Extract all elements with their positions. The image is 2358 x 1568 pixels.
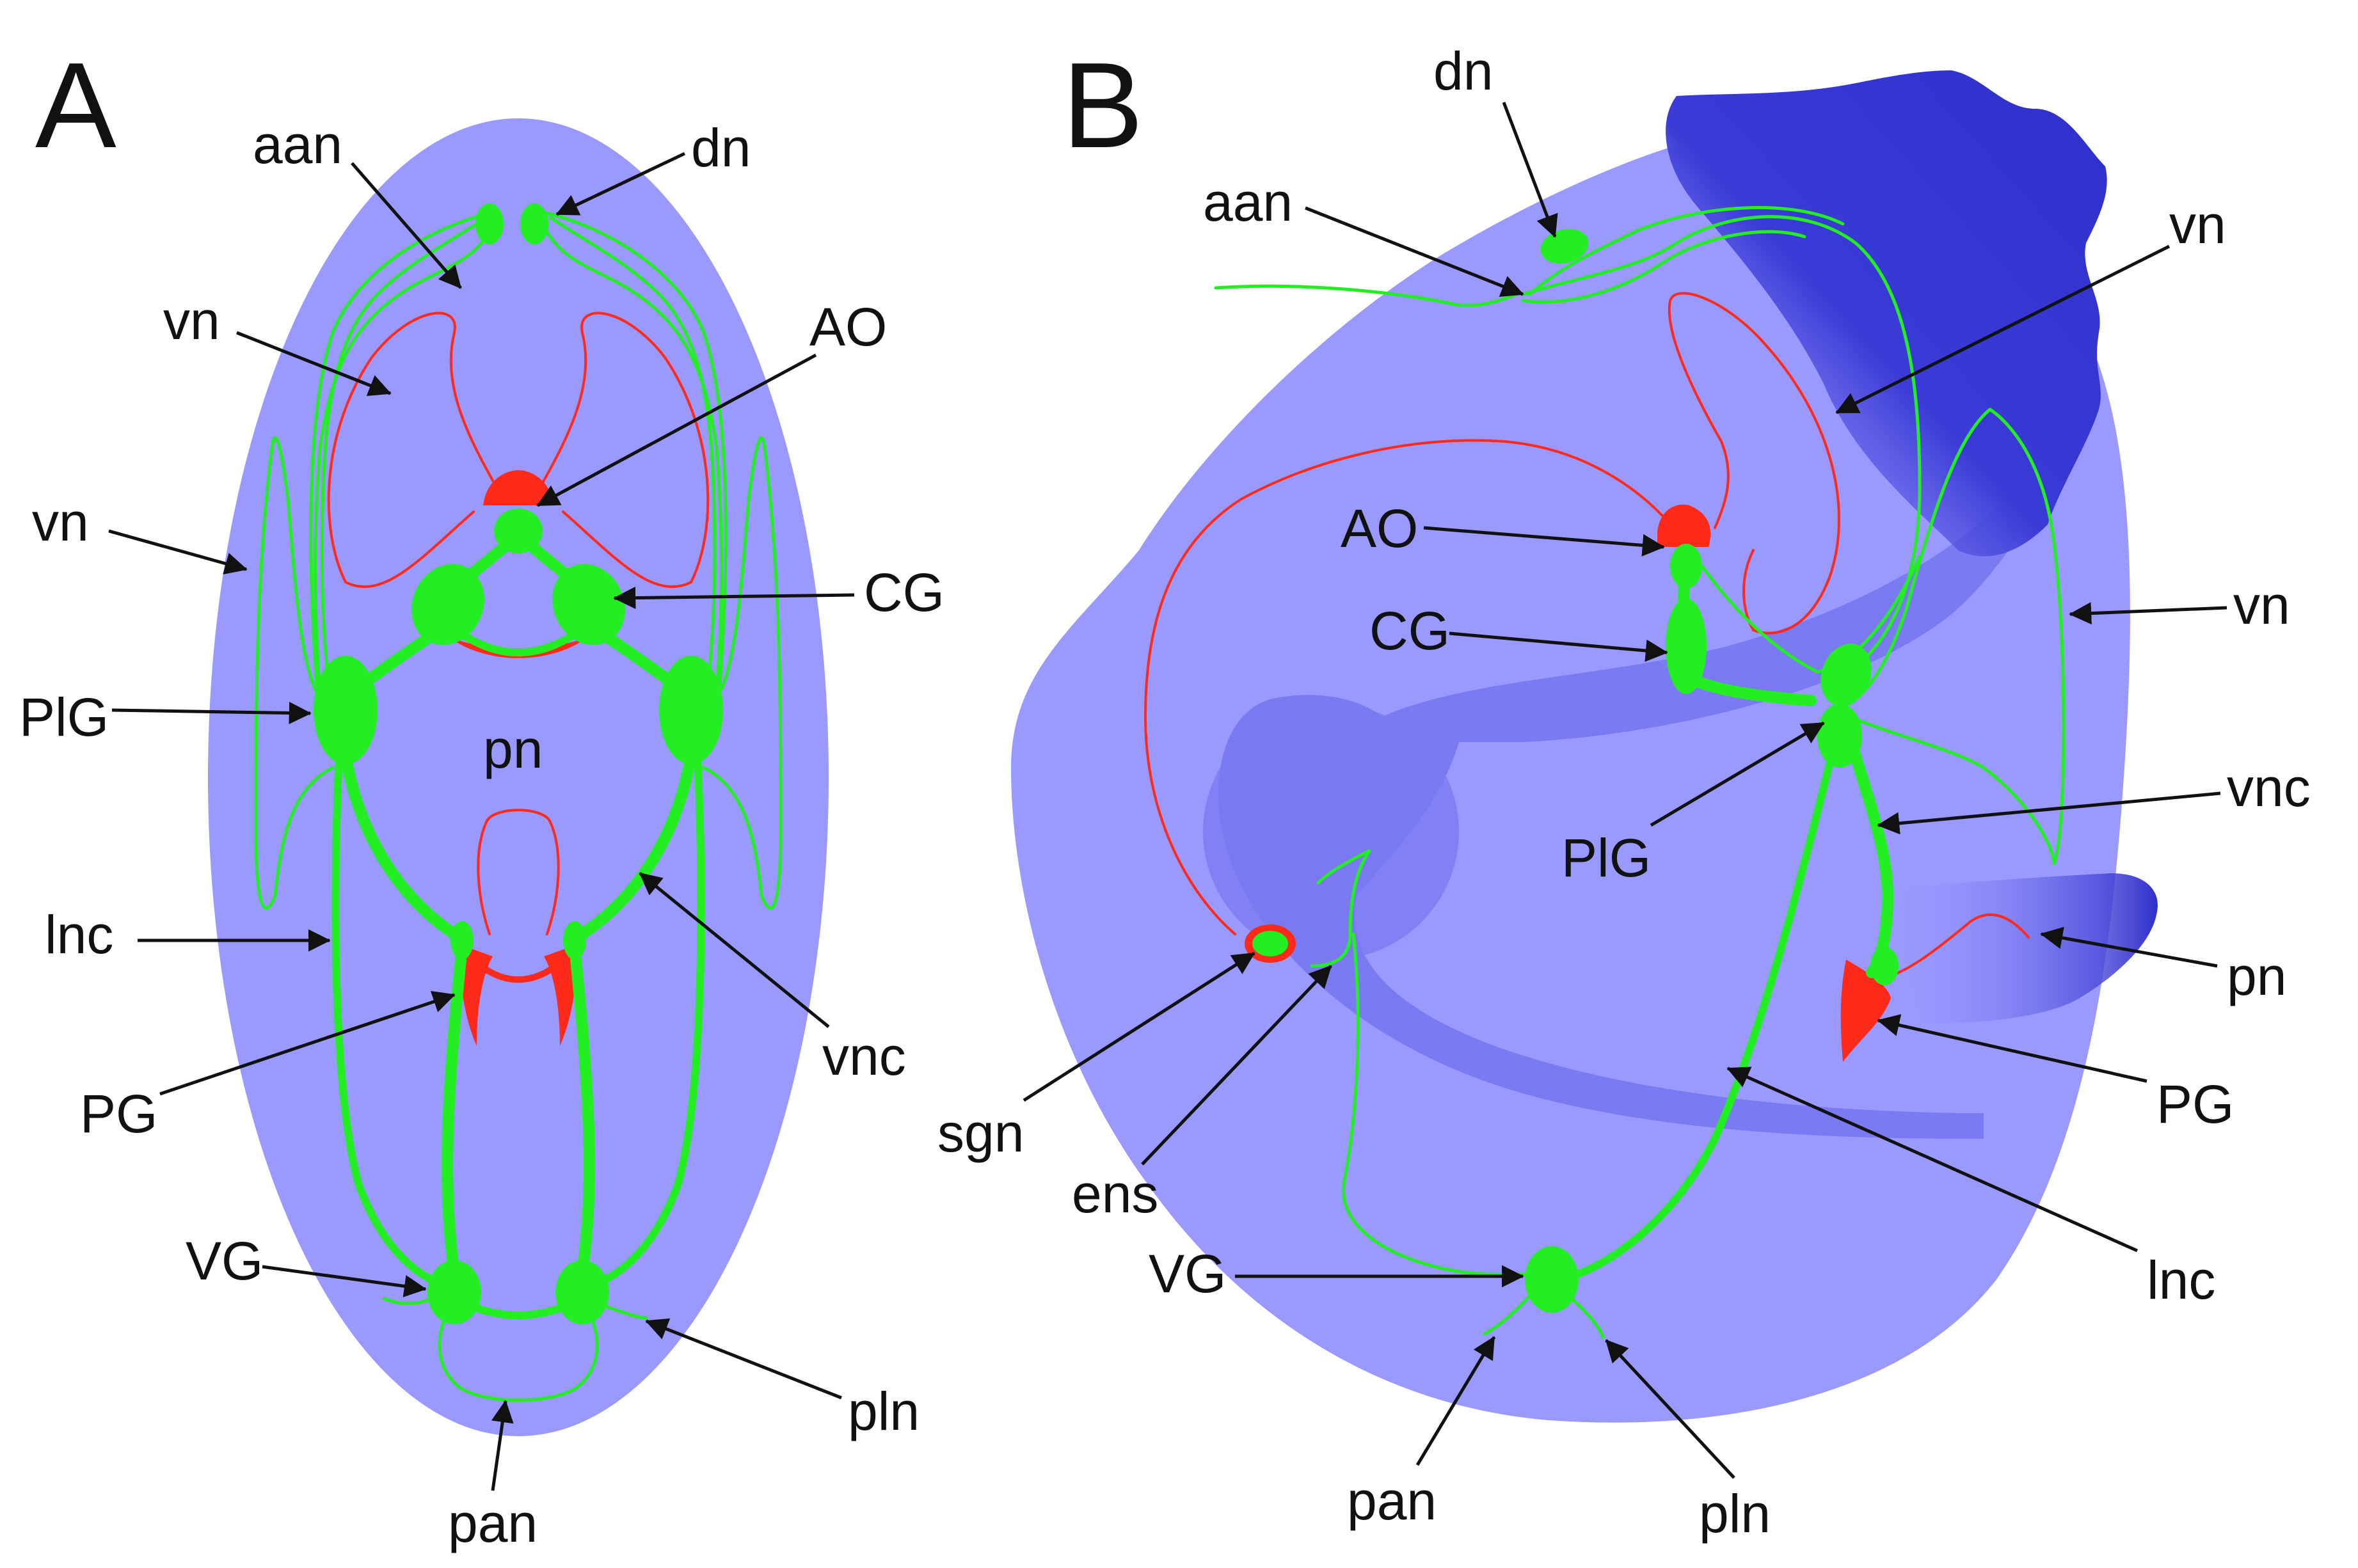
ganglia-b	[1252, 229, 1899, 1313]
label-vnc-b: vnc	[2227, 757, 2311, 818]
nerves-b	[1214, 206, 2066, 1339]
body-outline-b	[1011, 121, 2130, 1423]
label-vn-right-b: vn	[2233, 575, 2290, 635]
plg-lower-b	[1817, 704, 1862, 768]
pg-right-a	[563, 921, 586, 960]
cg-b	[1666, 598, 1707, 694]
label-CG-a: CG	[864, 562, 944, 622]
panel-a-letter: A	[35, 38, 116, 173]
label-pan-b: pan	[1347, 1471, 1437, 1531]
ao-ganglion-b	[1670, 544, 1702, 589]
mouth-region-b	[1203, 704, 1459, 960]
label-AO-a: AO	[809, 297, 887, 357]
plg-right-a	[659, 656, 723, 764]
ganglia-a	[314, 203, 723, 1324]
label-VG-a: VG	[186, 1231, 263, 1291]
tail-b	[1888, 873, 2158, 1024]
label-aan-b: aan	[1203, 172, 1293, 232]
plg-left-a	[314, 656, 378, 764]
cg-left-a	[411, 564, 484, 645]
pg-left-a	[450, 921, 474, 960]
label-sgn-b: sgn	[937, 1103, 1024, 1163]
label-pln-b: pln	[1699, 1484, 1771, 1544]
labels-a: aan dn vn AO vn CG PlG pn lnc vnc PG VG	[19, 115, 944, 1553]
label-vn-upper-b: vn	[2169, 194, 2226, 255]
label-pn-b: pn	[2227, 946, 2286, 1006]
label-dn-a: dn	[691, 118, 751, 178]
label-vn-outer-a: vn	[32, 492, 89, 552]
cg-right-a	[552, 564, 625, 645]
label-pln-a: pln	[848, 1381, 920, 1441]
plg-upper-b	[1820, 644, 1872, 706]
label-PG-b: PG	[2156, 1074, 2234, 1134]
label-lnc-a: lnc	[45, 905, 113, 965]
panel-b-letter: B	[1062, 38, 1143, 173]
label-pan-a: pan	[448, 1493, 538, 1553]
foot-b	[1666, 70, 2107, 557]
label-CG-b: CG	[1369, 601, 1450, 661]
label-ens-b: ens	[1072, 1164, 1158, 1224]
body-outline-a	[208, 118, 829, 1436]
label-vn-inner-a: vn	[163, 290, 220, 351]
red-organs-a	[327, 312, 710, 1046]
labels-b: dn aan vn AO CG vn PlG vnc pn PG sgn ens	[937, 41, 2311, 1544]
label-VG-b: VG	[1149, 1244, 1226, 1304]
label-PG-a: PG	[80, 1084, 157, 1144]
label-vnc-a: vnc	[822, 1026, 906, 1086]
shell-groove-b	[1218, 473, 2041, 1139]
label-lnc-b: lnc	[2147, 1250, 2215, 1310]
panel-b: B	[937, 38, 2311, 1544]
pg-b	[1870, 947, 1899, 985]
label-PlG-a: PlG	[19, 687, 109, 747]
label-pn-a: pn	[483, 719, 543, 779]
panel-a: A	[19, 38, 944, 1553]
ao-ganglion-a	[494, 509, 543, 553]
sgn-b	[1252, 931, 1288, 956]
vg-right-a	[555, 1260, 609, 1324]
label-PlG-b: PlG	[1561, 828, 1651, 888]
vg-left-a	[427, 1260, 481, 1324]
label-aan-a: aan	[253, 115, 342, 175]
dn-ganglion-right-a	[520, 203, 548, 244]
vg-b	[1525, 1246, 1579, 1313]
label-AO-b: AO	[1341, 498, 1418, 558]
dn-ganglion-left-a	[475, 203, 504, 244]
label-dn-b: dn	[1433, 41, 1493, 101]
nerves-a	[254, 209, 783, 1402]
